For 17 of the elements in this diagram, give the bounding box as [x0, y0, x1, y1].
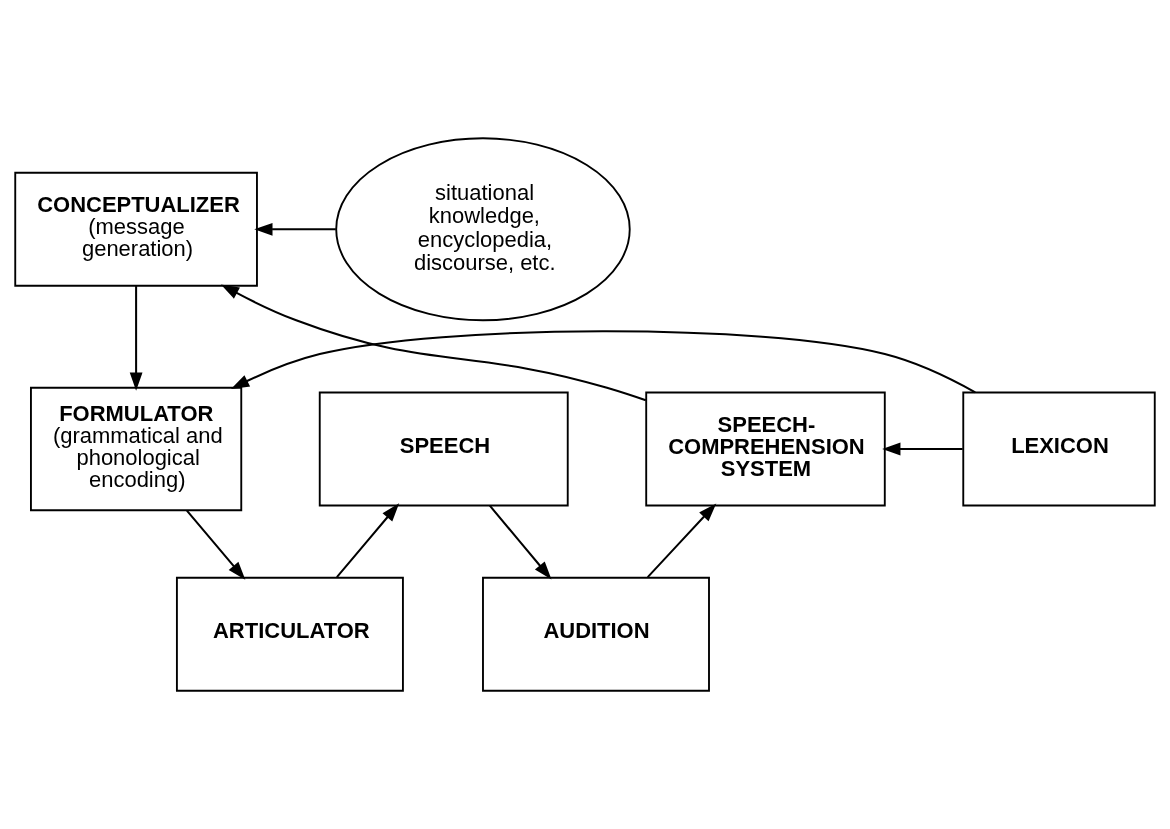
node-box: SPEECH-COMPREHENSION SYSTEM	[645, 391, 886, 507]
node-box: FORMULATOR (grammatical and phonological encoding)	[30, 386, 243, 512]
arrow	[882, 442, 963, 456]
arrow	[186, 510, 246, 580]
arrow	[220, 284, 647, 402]
arrow	[646, 503, 717, 578]
arrow	[230, 330, 976, 394]
node-box: ARTICULATOR	[175, 576, 404, 692]
node-box: CONCEPTUALIZER (message generation)	[14, 171, 258, 287]
node-box: AUDITION	[482, 576, 710, 692]
node-ellipse: situational knowledge, encyclopedia, discourse, etc.	[335, 137, 631, 322]
arrow	[489, 505, 552, 580]
arrow	[254, 222, 336, 236]
node-box: LEXICON	[962, 391, 1156, 507]
arrow	[129, 286, 143, 391]
arrow	[336, 503, 400, 578]
node-box: SPEECH	[318, 391, 569, 507]
